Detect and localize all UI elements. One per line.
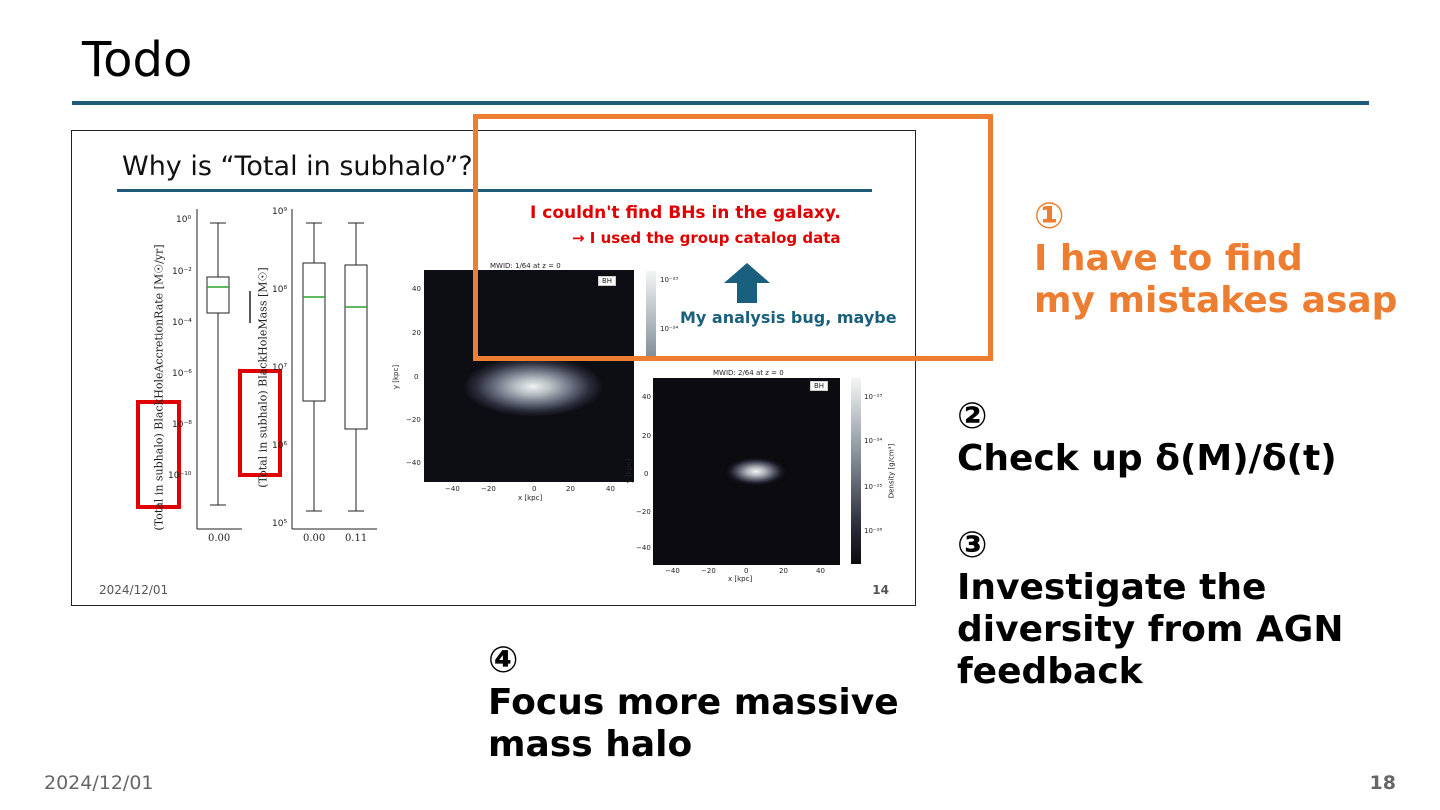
sim1-xtick: −20	[481, 485, 496, 493]
sim1-ytick: 40	[412, 285, 421, 293]
slide-title: Todo	[82, 32, 193, 88]
boxplot1-ytick: 10⁻⁸	[172, 420, 192, 430]
sim2-ytick: 20	[642, 432, 651, 440]
sim2-cbar-label: Density [g/cm³]	[887, 443, 896, 499]
sim1-xlabel: x [kpc]	[518, 494, 543, 502]
sim2-ytick: 0	[644, 470, 649, 478]
todo-3-line: feedback	[957, 651, 1143, 692]
todo-3-line: diversity from AGN	[957, 609, 1344, 650]
boxplot1-ylabel: (Total in subhalo) BlackHoleAccretionRat…	[152, 244, 166, 531]
todo-4-line: mass halo	[488, 724, 693, 765]
boxplot2-xtick: 0.00	[303, 533, 326, 544]
sim1-ytick: −40	[406, 459, 421, 467]
boxplot2-ytick: 10⁹	[272, 207, 288, 217]
boxplot2-xtick: 0.11	[345, 533, 368, 544]
todo-2-line: Check up δ(M)/δ(t)	[957, 438, 1337, 479]
sim2-title: MWID: 2/64 at z = 0	[713, 369, 784, 377]
boxplot1-xtick: 0.00	[208, 533, 231, 544]
boxplot1-ytick: 10⁰	[176, 215, 192, 225]
sim1-xtick: 0	[532, 485, 537, 493]
sim2-ylabel: y [kpc]	[625, 458, 634, 484]
sim2-cbar-tick: 10⁻²⁶	[864, 527, 883, 535]
todo-item-1: ① I have to find my mistakes asap	[1034, 196, 1397, 322]
todo-4-line: Focus more massive	[488, 682, 899, 723]
simulation-image-2	[653, 378, 840, 565]
boxplot2-ytick: 10⁸	[272, 285, 288, 295]
todo-item-2: ② Check up δ(M)/δ(t)	[957, 396, 1337, 480]
boxplot1-ytick: 10⁻²	[172, 267, 192, 277]
sim2-ytick: −20	[636, 508, 651, 516]
boxplot2-ytick: 10⁷	[272, 363, 288, 373]
boxplot1-ytick: 10⁻⁴	[172, 318, 192, 328]
todo-3-number: ③	[957, 525, 988, 566]
sim1-cbar-tick: 10⁻²⁴	[660, 325, 679, 333]
note-analysis-bug: My analysis bug, maybe	[680, 308, 897, 327]
embedded-slide-page: 14	[872, 583, 889, 597]
sim2-cbar-tick: 10⁻²³	[864, 393, 883, 401]
sim2-colorbar	[851, 378, 861, 564]
sim1-xtick: 20	[566, 485, 575, 493]
sim2-xtick: 40	[816, 567, 825, 575]
boxplot2-ytick: 10⁵	[272, 519, 288, 529]
boxplot-bh-mass	[238, 209, 377, 530]
embedded-slide: Why is “Total in subhalo”?	[71, 130, 916, 606]
todo-1-number: ①	[1034, 196, 1065, 237]
sim2-xtick: −40	[665, 567, 680, 575]
note-bh-not-found: I couldn't find BHs in the galaxy.	[530, 203, 841, 223]
boxplot1-ytick: 10⁻⁶	[172, 369, 192, 379]
boxplots	[136, 209, 377, 530]
sim1-colorbar	[646, 271, 656, 361]
todo-3-line: Investigate the	[957, 567, 1267, 608]
sim2-xtick: 20	[779, 567, 788, 575]
sim1-legend: BH	[598, 276, 617, 286]
sim1-ytick: −20	[406, 416, 421, 424]
todo-1-line: I have to find	[1034, 238, 1303, 279]
embedded-slide-date: 2024/12/01	[99, 583, 169, 597]
highlight-box	[473, 114, 993, 361]
note-group-catalog: → I used the group catalog data	[572, 229, 841, 247]
todo-item-4: ④ Focus more massive mass halo	[488, 640, 899, 766]
sim1-title: MWID: 1/64 at z = 0	[490, 262, 561, 270]
footer-date: 2024/12/01	[44, 772, 154, 794]
sim1-ytick: 20	[412, 329, 421, 337]
sim1-ytick: 0	[414, 373, 419, 381]
boxplot2-ytick: 10⁶	[272, 441, 288, 451]
sim1-xtick: −40	[445, 485, 460, 493]
sim2-ytick: −40	[636, 544, 651, 552]
todo-4-number: ④	[488, 640, 519, 681]
sim2-xlabel: x [kpc]	[728, 575, 753, 583]
simulation-image-1	[424, 270, 634, 482]
title-divider	[72, 101, 1369, 105]
sim2-cbar-tick: 10⁻²⁵	[864, 483, 883, 491]
todo-2-number: ②	[957, 396, 988, 437]
todo-1-line: my mistakes asap	[1034, 280, 1398, 321]
boxplot-accretion-rate	[136, 209, 242, 530]
todo-item-3: ③ Investigate the diversity from AGN fee…	[957, 525, 1343, 693]
sim1-cbar-tick: 10⁻²³	[660, 276, 679, 284]
sim2-cbar-tick: 10⁻²⁴	[864, 437, 883, 445]
sim2-xtick: 0	[744, 567, 749, 575]
sim2-ytick: 40	[642, 393, 651, 401]
sim2-legend: BH	[810, 381, 829, 391]
boxplot1-ytick: 10⁻¹⁰	[168, 471, 192, 481]
footer-page-number: 18	[1369, 772, 1396, 794]
sim1-ylabel: y [kpc]	[392, 364, 401, 390]
up-arrow-icon	[724, 263, 770, 303]
sim1-xtick: 40	[606, 485, 615, 493]
boxplot2-ylabel: (Total in subhalo) BlackHoleMass [M☉]	[256, 267, 270, 488]
embedded-slide-title: Why is “Total in subhalo”?	[122, 151, 473, 182]
sim2-xtick: −20	[701, 567, 716, 575]
embedded-title-divider	[117, 189, 872, 192]
